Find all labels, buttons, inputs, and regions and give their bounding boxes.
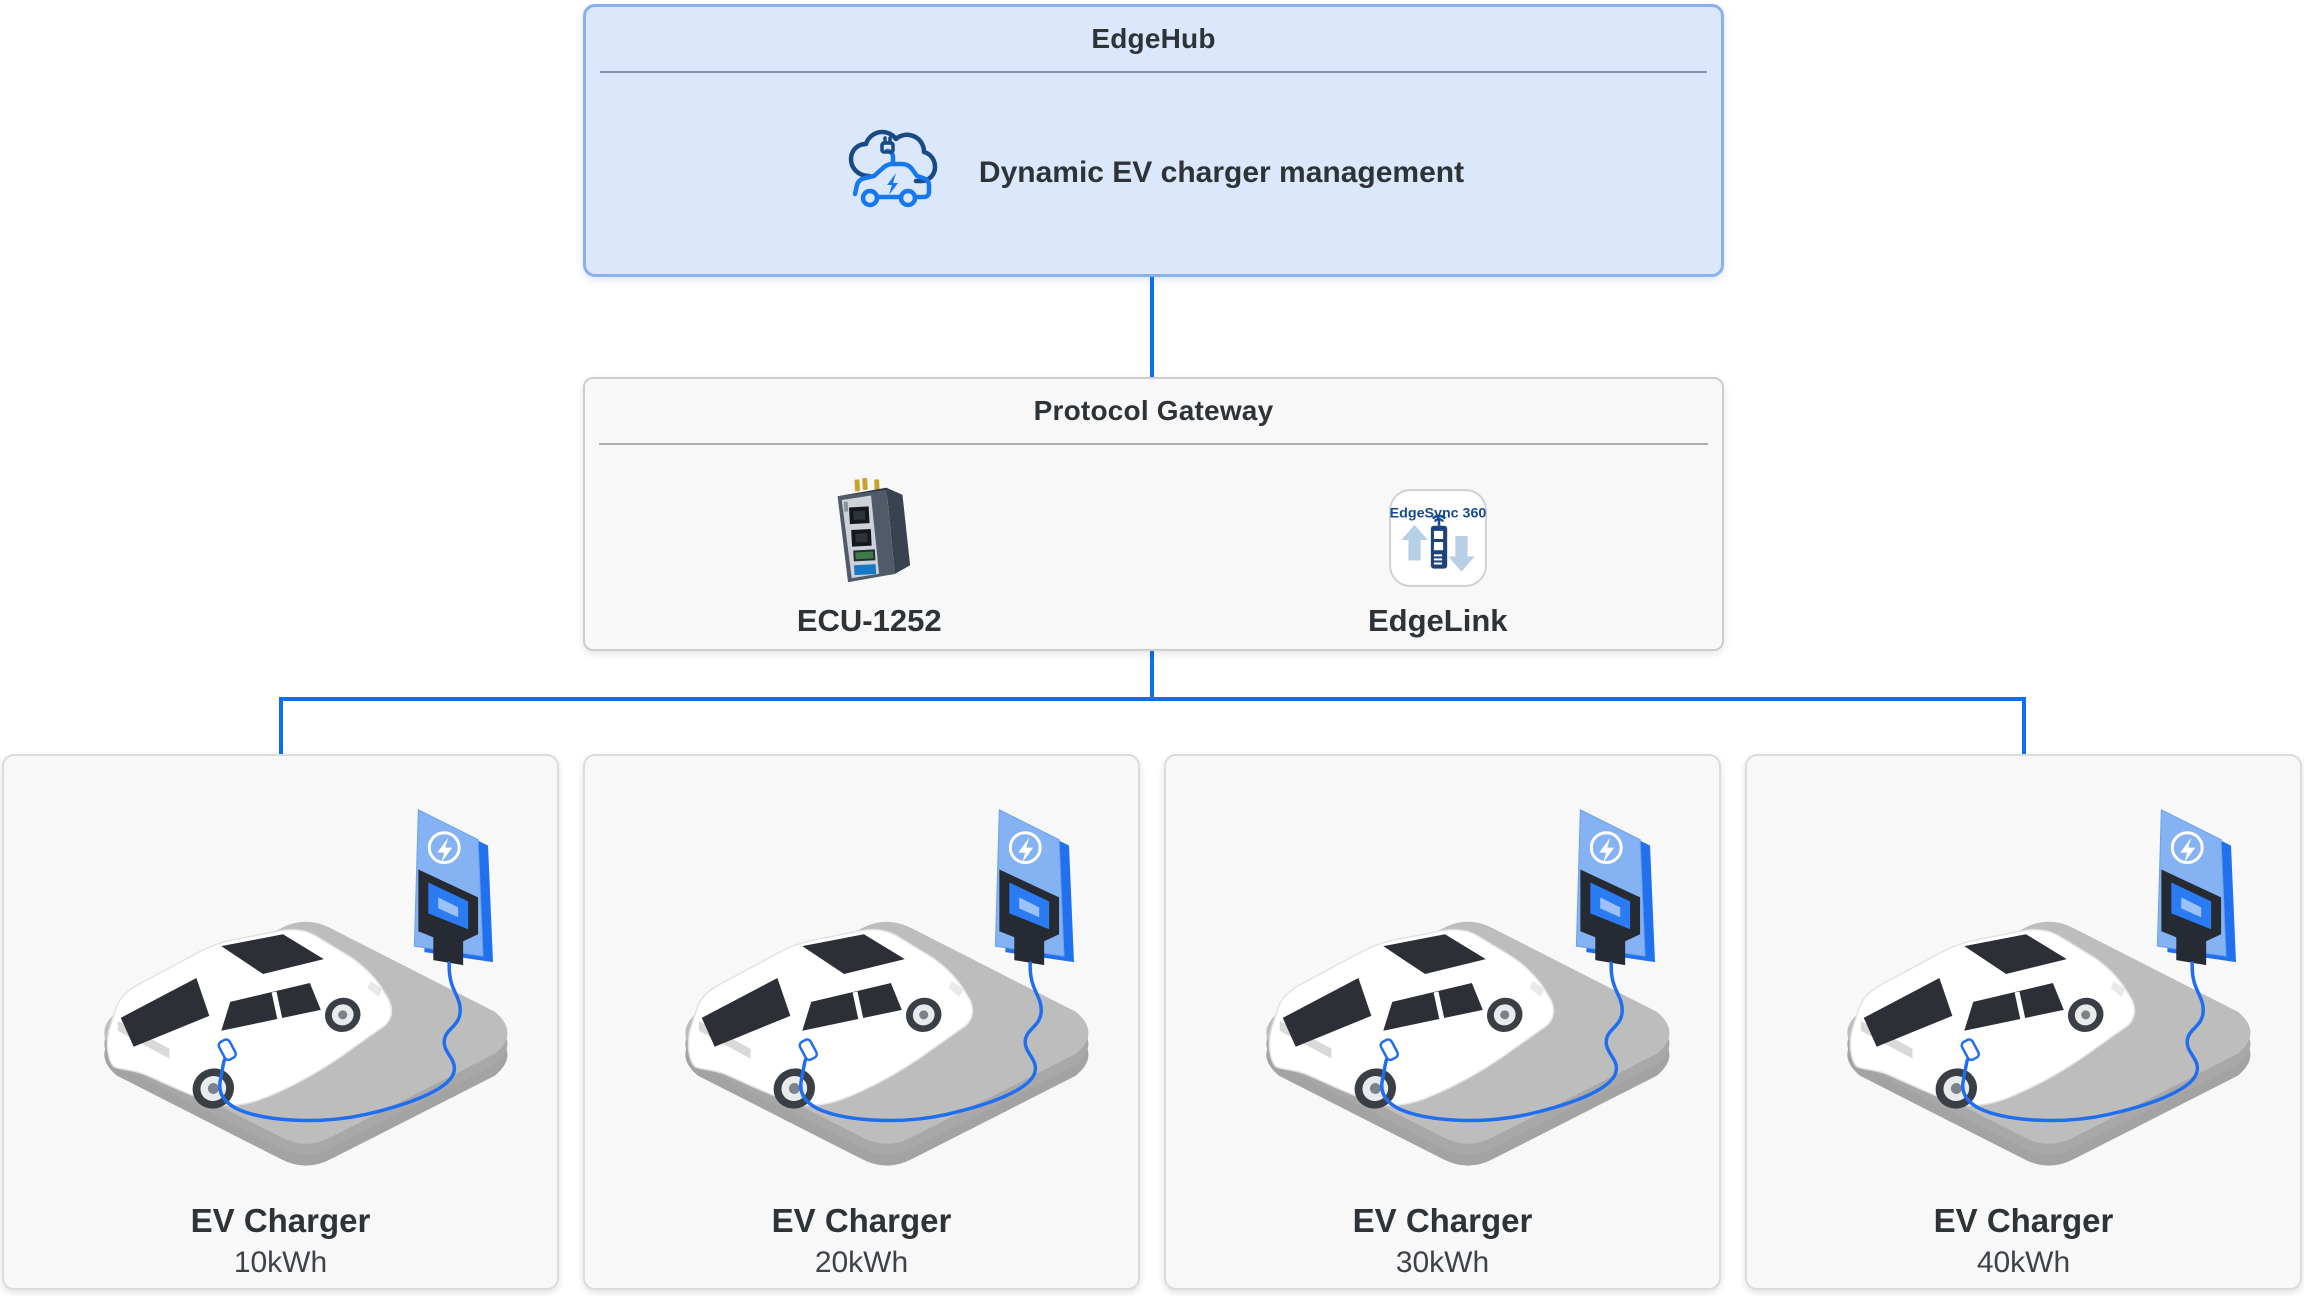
- plug-glyph: [880, 136, 895, 154]
- ev-charging-illustration: [1183, 770, 1703, 1198]
- edgehub-title: EdgeHub: [1091, 23, 1216, 54]
- ethernet-ports: [849, 506, 872, 547]
- ev-charger-card-2: EV Charger 20kWh: [583, 754, 1140, 1290]
- connector-bus: [279, 697, 2026, 701]
- cloud-ev-icon: [848, 129, 938, 208]
- antenna-pins: [854, 478, 880, 492]
- edgesync-360-text: EdgeSync 360: [1389, 506, 1486, 522]
- ev-charger-title: EV Charger: [771, 1202, 952, 1239]
- edgehub-divider: [600, 71, 1707, 73]
- edgesync-360-icon: EdgeSync 360: [1388, 489, 1487, 587]
- ecu-1252-device-image: [837, 478, 911, 583]
- lightning-bolt-icon: [886, 173, 898, 195]
- gateway-device-edgelink: EdgeSync 360: [1210, 467, 1665, 639]
- gateway-device-glyph: [1430, 514, 1447, 569]
- cloud-outline: [848, 129, 938, 184]
- connector-gateway-bus: [1150, 651, 1154, 699]
- ev-charger-card-4: EV Charger 40kWh: [1745, 754, 2302, 1290]
- ev-charger-capacity: 40kWh: [1976, 1245, 2071, 1279]
- gateway-divider: [599, 443, 1708, 445]
- ev-charging-illustration: [1764, 770, 2284, 1198]
- gateway-title: Protocol Gateway: [1033, 395, 1274, 426]
- ev-charger-card-1: EV Charger 10kWh: [2, 754, 559, 1290]
- edgehub-node: EdgeHub: [583, 4, 1724, 277]
- gateway-device-ecu: ECU-1252: [642, 467, 1097, 639]
- ev-charging-illustration: [21, 770, 541, 1198]
- up-arrow-icon: [1401, 524, 1428, 561]
- ev-charger-capacity: 10kWh: [233, 1245, 328, 1279]
- ev-charger-title: EV Charger: [190, 1202, 371, 1239]
- ev-car-outline: [852, 148, 932, 208]
- ev-charger-capacity: 20kWh: [814, 1245, 909, 1279]
- connector-drop-left: [279, 697, 283, 754]
- ev-charger-card-3: EV Charger 30kWh: [1164, 754, 1721, 1290]
- ev-charger-capacity: 30kWh: [1395, 1245, 1490, 1279]
- protocol-gateway-node: Protocol Gateway: [583, 377, 1724, 651]
- ecu-1252-label: ECU-1252: [796, 603, 942, 638]
- ev-charging-illustration: [602, 770, 1122, 1198]
- connector-edgehub-gateway: [1150, 277, 1154, 377]
- ev-charger-title: EV Charger: [1933, 1202, 2114, 1239]
- edgelink-label: EdgeLink: [1367, 603, 1508, 638]
- down-arrow-icon: [1447, 535, 1475, 572]
- connector-drop-right: [2022, 697, 2026, 754]
- ev-charger-title: EV Charger: [1352, 1202, 1533, 1239]
- edgehub-description: Dynamic EV charger management: [978, 156, 1465, 189]
- brand-label: [854, 564, 877, 576]
